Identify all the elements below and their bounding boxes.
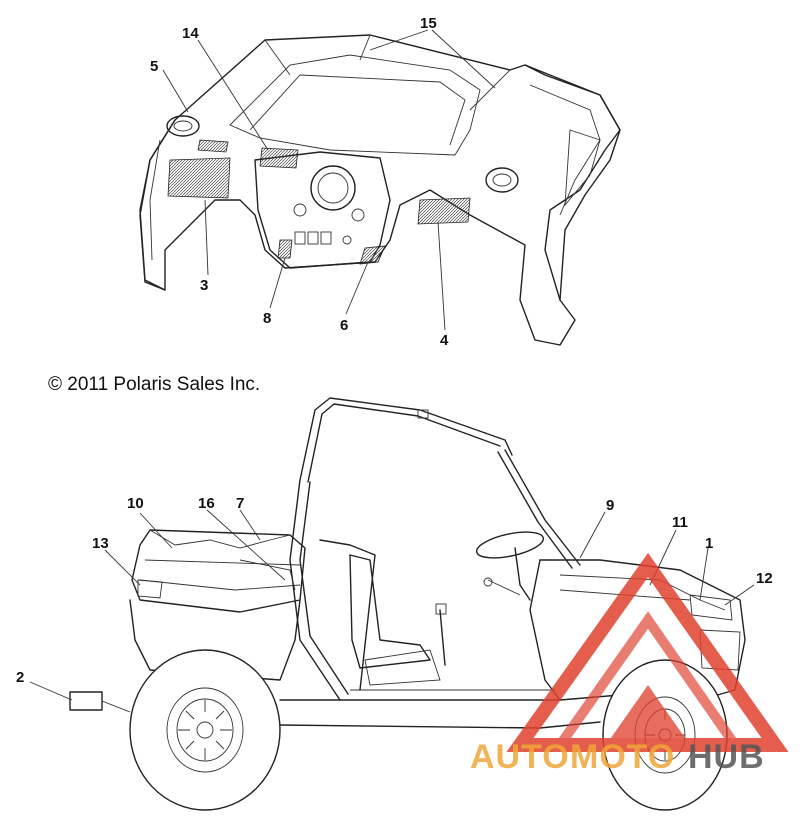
watermark-logo bbox=[506, 552, 789, 752]
watermark-auto: AUTO bbox=[470, 738, 570, 776]
callout-9: 9 bbox=[606, 497, 614, 514]
callout-3: 3 bbox=[200, 277, 208, 294]
watermark-moto: MOTO bbox=[570, 738, 675, 776]
rear-wheel bbox=[129, 649, 281, 811]
callout-4: 4 bbox=[440, 332, 449, 349]
callout-13: 13 bbox=[92, 535, 109, 552]
callout-6: 6 bbox=[340, 317, 348, 334]
callout-5: 5 bbox=[150, 58, 158, 75]
callout-1: 1 bbox=[705, 535, 713, 552]
decal-label-2 bbox=[69, 691, 103, 711]
right-speaker bbox=[485, 167, 519, 193]
decal-4 bbox=[417, 197, 471, 225]
callout-2: 2 bbox=[16, 669, 24, 686]
left-speaker bbox=[166, 115, 200, 137]
decal-8 bbox=[277, 239, 293, 259]
callout-10: 10 bbox=[127, 495, 144, 512]
watermark-hub: HUB bbox=[688, 738, 765, 776]
copyright-text: © 2011 Polaris Sales Inc. bbox=[48, 374, 260, 395]
decal-3 bbox=[167, 157, 231, 199]
dashboard-assembly bbox=[139, 29, 621, 346]
decal-dash-left bbox=[197, 139, 229, 153]
callout-12: 12 bbox=[756, 570, 773, 587]
decal-14 bbox=[259, 147, 299, 169]
callout-7: 7 bbox=[236, 495, 244, 512]
callout-11: 11 bbox=[672, 514, 688, 531]
decal-6 bbox=[359, 245, 386, 265]
callout-8: 8 bbox=[263, 310, 271, 327]
callout-16: 16 bbox=[198, 495, 215, 512]
callout-14: 14 bbox=[182, 25, 199, 42]
callout-15: 15 bbox=[420, 15, 437, 32]
